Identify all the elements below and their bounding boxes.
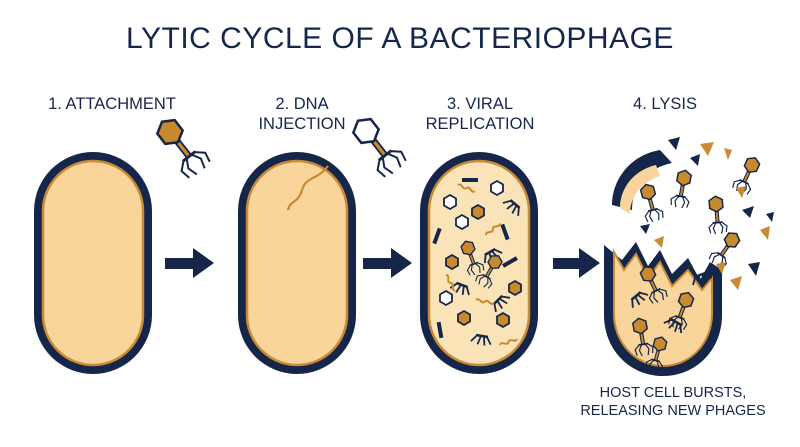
host-cell-1 — [34, 152, 152, 374]
attaching-phage — [148, 111, 215, 183]
injected-dna — [286, 165, 329, 211]
stage-1-label: 1. ATTACHMENT — [48, 95, 176, 113]
arrow-1-to-2 — [165, 248, 214, 278]
injecting-phage — [344, 110, 411, 182]
arrow-3-to-4 — [553, 248, 600, 278]
stage-4-label: 4. LYSIS — [633, 95, 697, 113]
host-cell-2 — [238, 152, 356, 374]
stage-3-label: 3. VIRAL REPLICATION — [425, 95, 535, 133]
cell-debris — [640, 137, 774, 290]
lysis-note: HOST CELL BURSTS, RELEASING NEW PHAGES — [580, 385, 766, 419]
arrow-2-to-3 — [363, 248, 412, 278]
host-cell-4-bursting — [604, 150, 722, 376]
diagram-title: LYTIC CYCLE OF A BACTERIOPHAGE — [126, 22, 674, 55]
stage-2-label: 2. DNA INJECTION — [258, 95, 346, 133]
